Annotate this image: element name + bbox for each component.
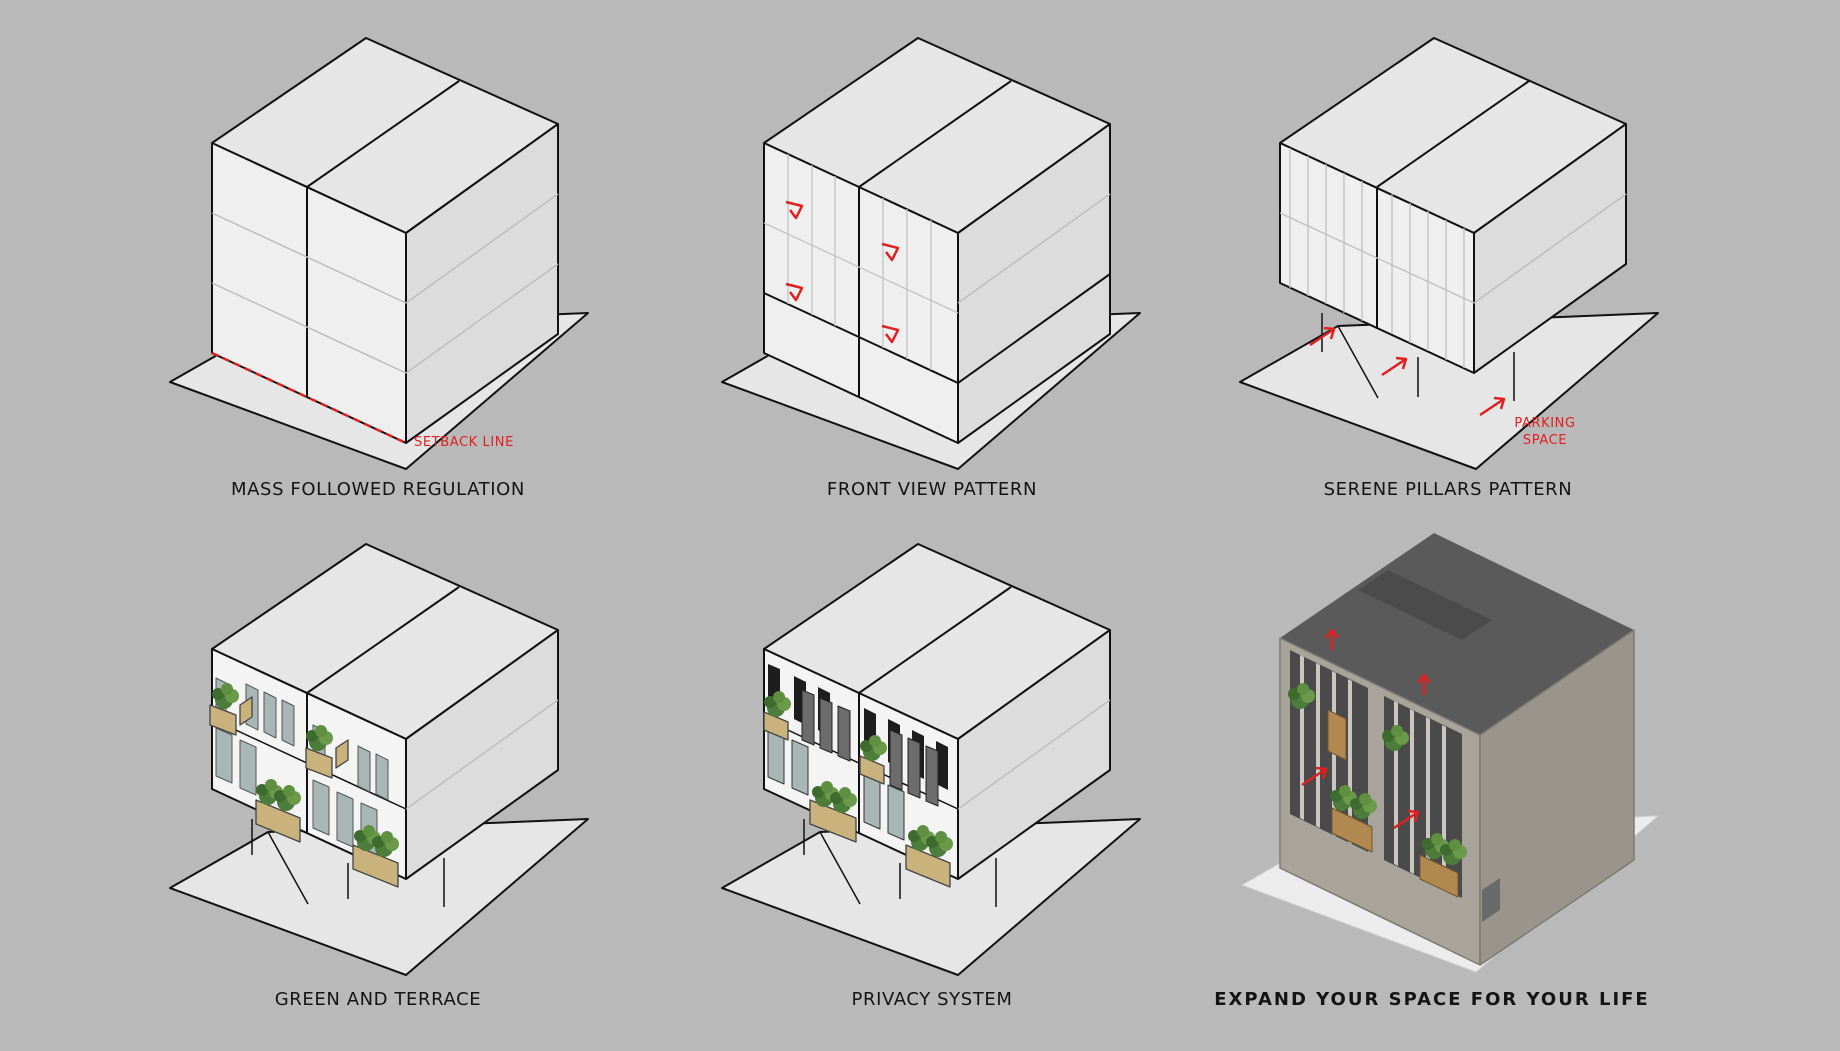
parking-label-line-2: SPACE xyxy=(1522,433,1568,448)
diagram-mass xyxy=(169,37,589,470)
planters xyxy=(763,711,951,888)
caption-privacy: PRIVACY SYSTEM xyxy=(851,989,1013,1010)
caption-pillars: SERENE PILLARS PATTERN xyxy=(1323,479,1573,500)
diagram-front-view xyxy=(721,37,1141,470)
pattern-marks xyxy=(785,200,900,344)
parking-label-line-1: PARKING xyxy=(1514,416,1576,431)
planters xyxy=(209,696,399,888)
diagram-expand xyxy=(1241,533,1659,973)
caption-front-view: FRONT VIEW PATTERN xyxy=(826,479,1038,500)
parking-space-label: PARKING SPACE xyxy=(1500,415,1590,449)
setback-line-label: SETBACK LINE xyxy=(414,435,514,450)
glass-panels xyxy=(767,728,905,841)
privacy-screens xyxy=(801,689,939,807)
diagram-privacy xyxy=(721,543,1141,976)
diagram-green xyxy=(169,543,589,976)
entry-arrows xyxy=(1309,326,1506,417)
diagram-pillars xyxy=(1239,37,1659,470)
wood-panels xyxy=(1327,709,1459,898)
caption-green: GREEN AND TERRACE xyxy=(274,989,482,1010)
caption-expand: EXPAND YOUR SPACE FOR YOUR LIFE xyxy=(1214,989,1650,1010)
caption-mass: MASS FOLLOWED REGULATION xyxy=(231,479,525,500)
expand-arrows xyxy=(1301,628,1431,830)
